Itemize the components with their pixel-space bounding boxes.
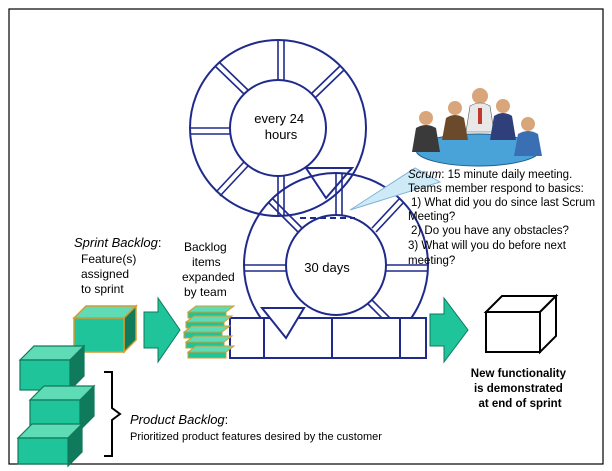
meeting-people-icon	[412, 88, 542, 156]
sprint-loop-arrowhead	[259, 307, 306, 340]
sprint-backlog-box	[72, 304, 138, 354]
product-backlog-description: Prioritized product features desired by …	[130, 431, 382, 443]
daily-loop: every 24 hours	[189, 39, 367, 217]
expanded-backlog-stack	[182, 305, 236, 359]
sprint-loop-segments	[244, 173, 428, 335]
product-backlog-label: Product Backlog:	[130, 412, 228, 427]
product-backlog-stack	[16, 344, 96, 468]
expanded-backlog-label: Backlog items expanded by team	[182, 240, 238, 299]
arrow-to-expanded-backlog	[143, 296, 181, 364]
product-backlog-bracket	[104, 371, 122, 457]
scrum-meeting: Scrum: 15 minute daily meeting. Teams me…	[349, 88, 598, 267]
scrum-term: Scrum	[408, 169, 442, 181]
sprint-backlog-details: Feature(s) assigned to sprint	[81, 252, 140, 296]
scrum-description: Scrum: 15 minute daily meeting. Teams me…	[408, 169, 598, 267]
sprint-loop: 30 days	[229, 172, 429, 359]
arrow-to-new-functionality	[429, 296, 469, 364]
new-functionality-box	[483, 293, 559, 355]
sprint-backlog-label: Sprint Backlog:	[74, 235, 161, 250]
daily-loop-segments	[190, 40, 345, 216]
daily-loop-label: every 24 hours	[254, 111, 308, 142]
new-functionality-label: New functionality is demonstrated at end…	[471, 368, 569, 410]
diagram-frame	[8, 8, 604, 465]
sprint-loop-label: 30 days	[304, 260, 350, 275]
scrum-callout	[349, 167, 442, 211]
sprint-track	[229, 317, 427, 359]
